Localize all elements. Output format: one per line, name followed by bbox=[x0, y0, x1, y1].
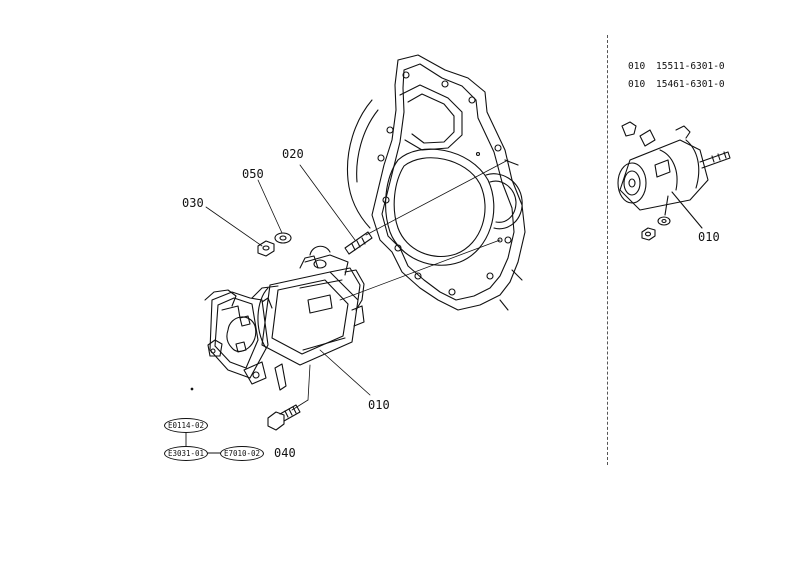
parts-list-number: 010 bbox=[628, 61, 646, 72]
leader-lines bbox=[205, 159, 509, 411]
flywheel-housing-drawing bbox=[346, 54, 526, 311]
speck bbox=[190, 387, 194, 391]
inset-divider bbox=[607, 35, 608, 465]
reference-code-bottom-right: E7010-02 bbox=[220, 446, 264, 461]
reference-code-links bbox=[185, 431, 221, 454]
callout-010-main: 010 bbox=[368, 398, 390, 412]
bolt-040 bbox=[267, 404, 301, 431]
inset-washer bbox=[657, 216, 671, 226]
callout-020: 020 bbox=[282, 147, 304, 161]
starter-motor-010 bbox=[204, 245, 365, 391]
parts-list-code: 15461-6301-0 bbox=[656, 79, 725, 90]
callout-030: 030 bbox=[182, 196, 204, 210]
reference-code-top: E0114-02 bbox=[164, 418, 208, 433]
parts-list-number: 010 bbox=[628, 79, 646, 90]
parts-list-code: 15511-6301-0 bbox=[656, 61, 725, 72]
nut-030 bbox=[257, 240, 275, 257]
inset-nut bbox=[641, 227, 656, 241]
callout-040: 040 bbox=[274, 446, 296, 460]
parts-list-row: 010 15461-6301-0 bbox=[628, 80, 725, 90]
washer-050 bbox=[274, 232, 292, 244]
parts-list-row: 010 15511-6301-0 bbox=[628, 62, 725, 72]
inset-starter-motor-010 bbox=[617, 121, 731, 229]
reference-code-bottom-left: E3031-01 bbox=[164, 446, 208, 461]
callout-010-inset: 010 bbox=[698, 230, 720, 244]
stud-bolt-020 bbox=[344, 231, 373, 255]
callout-050: 050 bbox=[242, 167, 264, 181]
